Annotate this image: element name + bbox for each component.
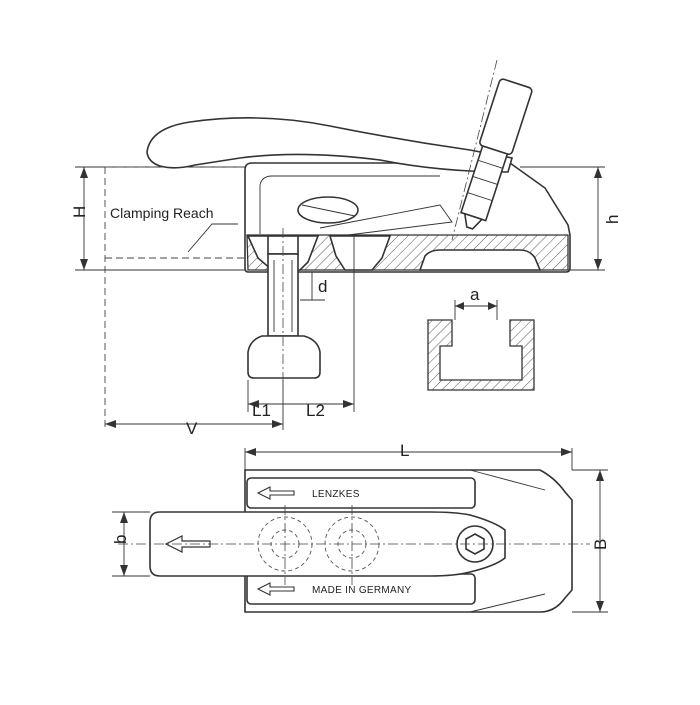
dim-h-arrow-top — [594, 167, 602, 178]
base-pocket — [328, 235, 392, 271]
nameplate-bottom-text: MADE IN GERMANY — [312, 585, 412, 596]
dim-b-arrow-bottom — [120, 565, 128, 576]
arrow-left-icon — [256, 582, 295, 596]
dim-V-arrow-left — [105, 420, 116, 428]
label-h: h — [603, 215, 622, 224]
label-b: b — [111, 535, 130, 544]
dim-L-arrow-left — [245, 448, 256, 456]
tilted-screw-tip — [463, 212, 484, 230]
dim-h-arrow-bottom — [594, 259, 602, 270]
t-slot-detail — [427, 300, 535, 391]
side-view — [75, 59, 605, 430]
nameplate-top — [246, 477, 476, 509]
base-channel — [418, 249, 542, 271]
dim-L-arrow-right — [561, 448, 572, 456]
linkage-wedge — [319, 204, 453, 237]
label-H: H — [70, 206, 89, 218]
dim-a-arrow-left — [455, 302, 464, 310]
tilted-screw-knob — [479, 78, 533, 156]
dim-H-arrow-top — [80, 167, 88, 178]
top-view — [112, 448, 608, 613]
t-bolt-foot — [247, 335, 321, 379]
tilted-screw-thread-2 — [472, 175, 498, 185]
label-L: L — [400, 441, 409, 460]
tilted-screw-thread-1 — [477, 159, 503, 169]
dim-b-arrow-top — [120, 512, 128, 523]
tilted-screw — [459, 78, 533, 230]
clamping-reach-leader — [187, 223, 238, 253]
label-d: d — [318, 277, 327, 296]
label-L1: L1 — [252, 401, 271, 420]
dim-a-arrow-right — [488, 302, 497, 310]
dim-L2-arrow-right — [343, 400, 354, 408]
dim-H-arrow-bottom — [80, 259, 88, 270]
arrow-left-icon — [256, 486, 295, 500]
tilted-screw-thread-3 — [467, 192, 493, 202]
dim-V-arrow-right — [272, 420, 283, 428]
dim-B-arrow-bottom — [596, 601, 604, 612]
label-clamping-reach: Clamping Reach — [110, 205, 214, 221]
tilted-screw-axis — [451, 59, 498, 241]
label-L2: L2 — [306, 401, 325, 420]
t-slot-section — [427, 319, 535, 391]
label-a: a — [470, 285, 480, 304]
dim-L1-arrow-left — [248, 400, 259, 408]
label-B: B — [591, 539, 610, 550]
top-lever — [149, 511, 506, 577]
label-V: V — [186, 419, 198, 438]
nameplate-top-text: LENZKES — [312, 489, 360, 500]
dim-B-arrow-top — [596, 470, 604, 481]
top-body-inner-line — [469, 469, 546, 491]
top-body-inner-line-2 — [469, 593, 546, 613]
body-inner-recess — [259, 175, 440, 234]
pivot-cam-slot — [301, 204, 356, 217]
